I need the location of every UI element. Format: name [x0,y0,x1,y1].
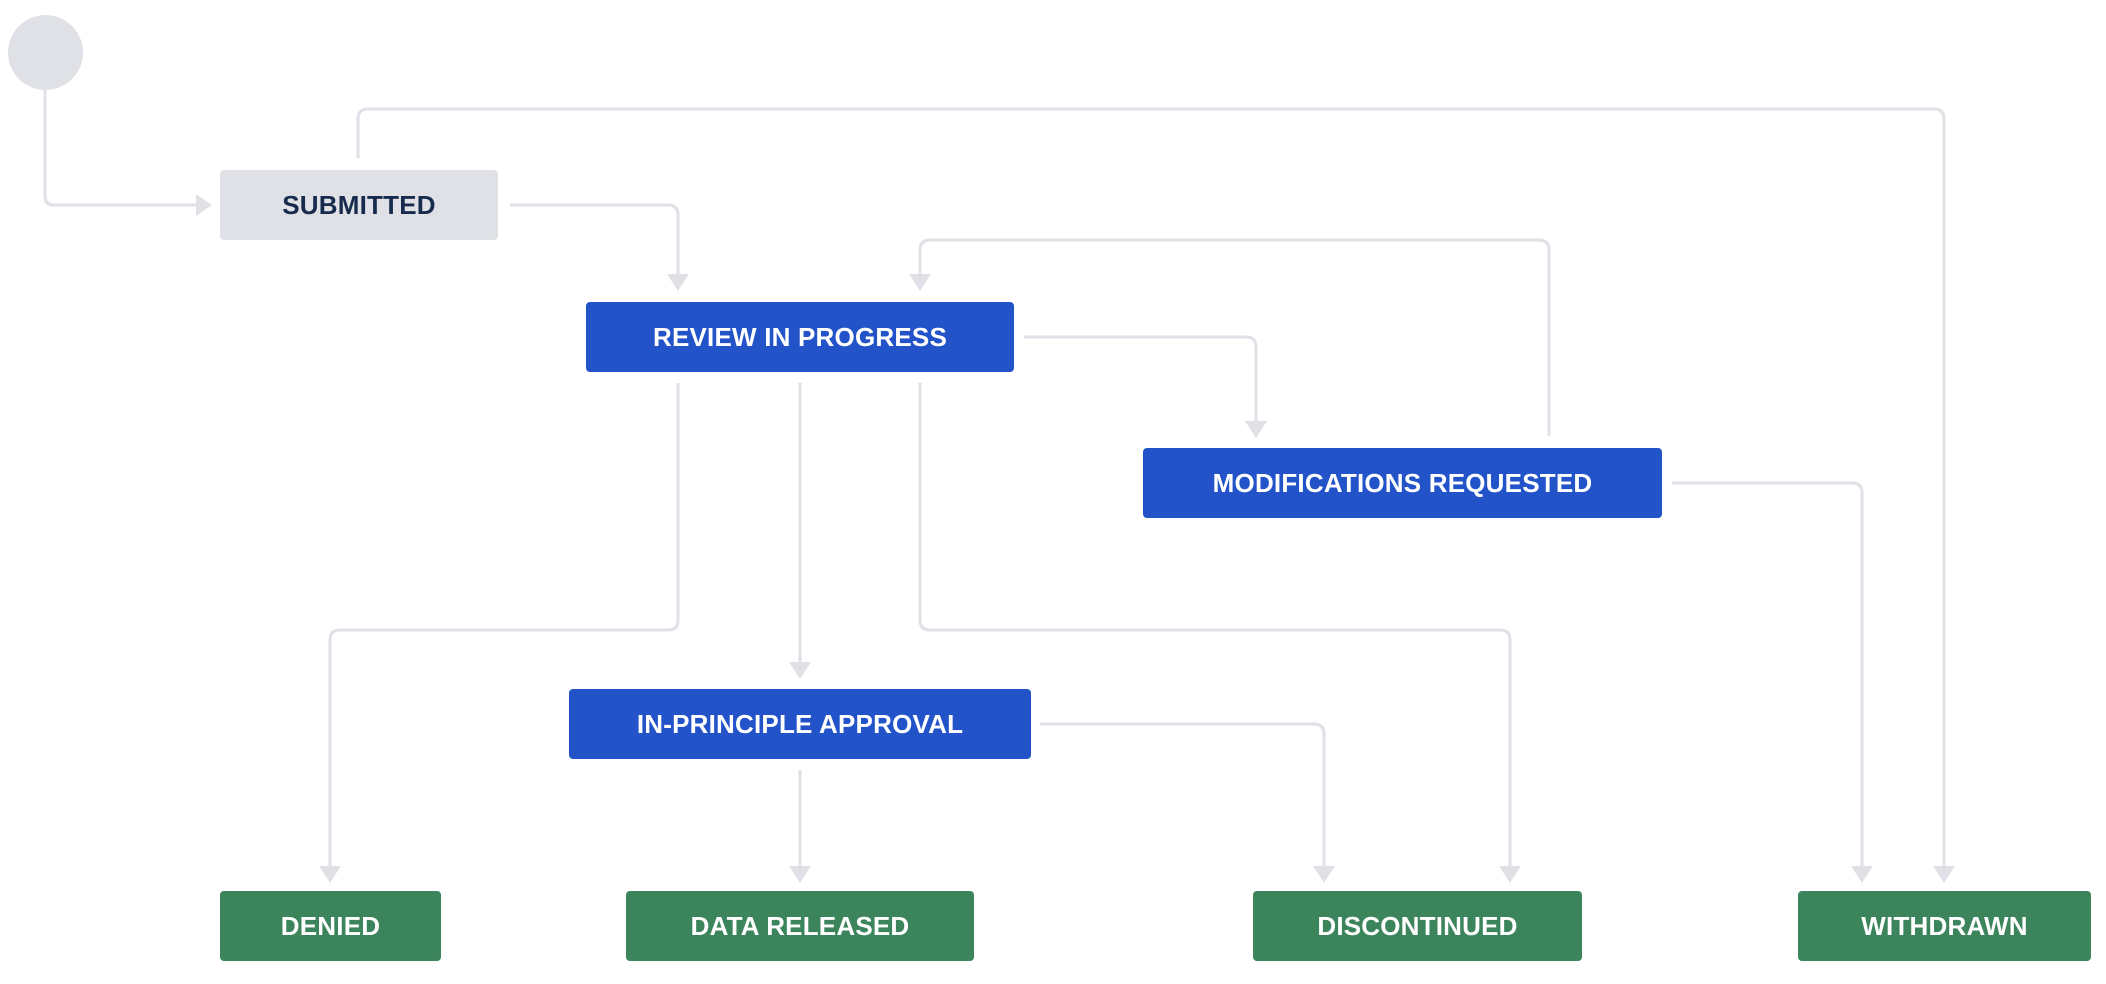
transition-approval-to-discontinued [1040,722,1326,866]
arrowhead-discontinued-in-right [1499,866,1521,883]
status-review-in-progress[interactable]: REVIEW IN PROGRESS [586,302,1014,372]
transition-submitted-to-withdrawn [356,107,1946,866]
arrowhead-approval-in [789,662,811,679]
status-discontinued[interactable]: DISCONTINUED [1253,891,1582,961]
transition-submitted-to-review [510,203,680,274]
status-submitted[interactable]: SUBMITTED [220,170,498,240]
transition-modifications-to-review [918,238,1551,436]
transition-start-to-submitted [43,90,196,207]
transition-review-to-discontinued [918,383,1512,866]
status-denied[interactable]: DENIED [220,891,441,961]
arrowhead-data-released-in [789,866,811,883]
arrowhead-discontinued-in-left [1313,866,1335,883]
arrowhead-withdrawn-in-left [1851,866,1873,883]
arrowhead-review-in-right [909,274,931,291]
transition-review-to-denied [328,383,680,866]
status-withdrawn[interactable]: WITHDRAWN [1798,891,2091,961]
transition-modifications-to-withdrawn [1672,481,1864,866]
arrowhead-submitted-in [196,194,212,216]
arrowhead-denied-in [319,866,341,883]
transition-review-to-modifications [1024,335,1258,421]
arrowhead-withdrawn-in-right [1933,866,1955,883]
status-modifications-requested[interactable]: MODIFICATIONS REQUESTED [1143,448,1662,518]
arrowhead-review-in-left [667,274,689,291]
status-in-principle-approval[interactable]: IN-PRINCIPLE APPROVAL [569,689,1031,759]
start-node[interactable] [8,15,83,90]
arrowhead-modifications-in [1245,421,1267,438]
status-data-released[interactable]: DATA RELEASED [626,891,974,961]
